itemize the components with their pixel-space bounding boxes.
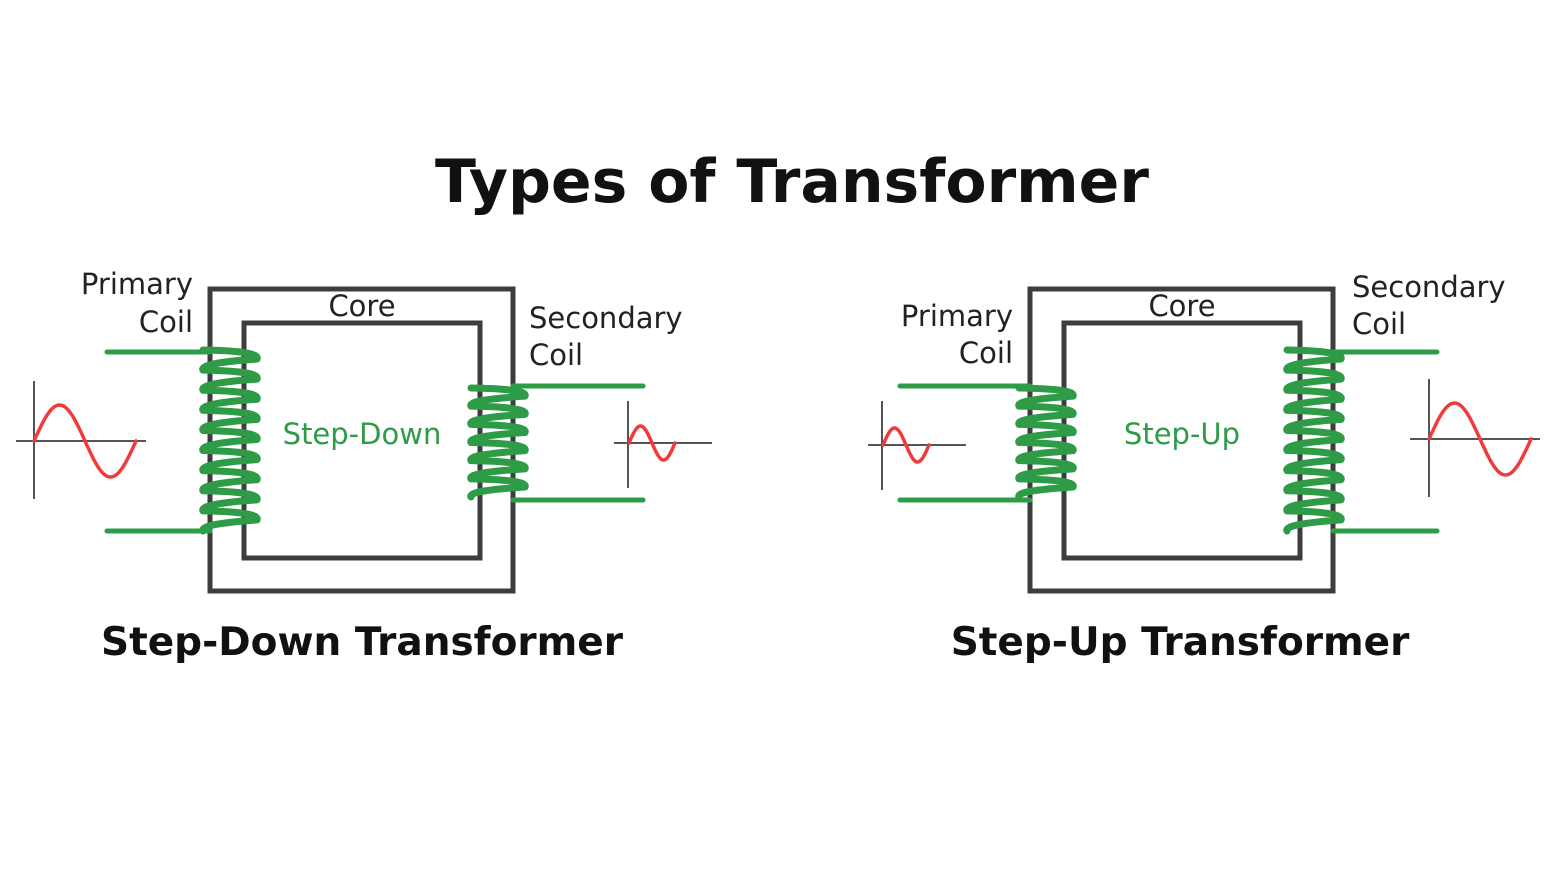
core-label: Core xyxy=(1148,289,1215,323)
primary-coil-label-line2: Coil xyxy=(959,336,1013,370)
primary-coil-label-line1: Primary xyxy=(901,299,1013,333)
input-sine-wave-icon xyxy=(868,401,966,490)
step-up-inner-label: Step-Up xyxy=(1124,417,1240,451)
step-down-inner-label: Step-Down xyxy=(283,417,442,451)
page-title: Types of Transformer xyxy=(435,147,1149,217)
primary-coil xyxy=(199,346,261,535)
primary-coil-label-line1: Primary xyxy=(81,267,193,301)
core-label: Core xyxy=(328,289,395,323)
secondary-coil-label-line1: Secondary xyxy=(529,301,683,335)
step-up-transformer: Primary Coil Core Secondary Coil Step-Up… xyxy=(868,270,1540,665)
step-down-transformer: Primary Coil Core Secondary Coil Step-Do… xyxy=(16,267,712,665)
secondary-coil-label-line2: Coil xyxy=(1352,307,1406,341)
step-up-caption: Step-Up Transformer xyxy=(951,620,1410,665)
secondary-coil xyxy=(1283,346,1345,535)
secondary-coil xyxy=(467,384,529,501)
step-down-caption: Step-Down Transformer xyxy=(101,620,624,665)
output-sine-wave-icon xyxy=(614,401,712,488)
output-sine-wave-icon xyxy=(1410,379,1540,497)
primary-coil xyxy=(1015,384,1077,501)
core-outer-edge xyxy=(207,286,516,594)
input-sine-wave-icon xyxy=(16,381,146,499)
primary-coil-label-line2: Coil xyxy=(139,305,193,339)
secondary-coil-label-line1: Secondary xyxy=(1352,270,1506,304)
secondary-coil-label-line2: Coil xyxy=(529,338,583,372)
